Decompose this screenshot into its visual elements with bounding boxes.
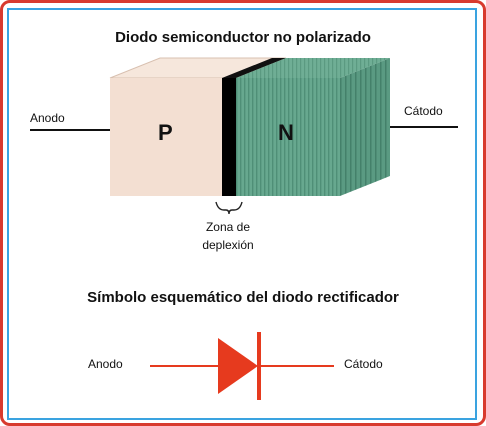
diode-triangle [218,338,258,394]
depletion-label-line1: Zona de [205,220,251,234]
cathode-label: Cátodo [404,104,443,118]
n-region-top [236,58,390,78]
n-region [236,78,340,196]
n-region-side [340,58,390,196]
p-region [110,78,222,196]
inner-frame [7,8,477,420]
symbol-cathode-label: Cátodo [344,357,383,371]
p-label: P [158,120,173,145]
n-label: N [278,120,294,145]
symbol-anode-label: Anodo [88,357,123,371]
depletion-zone-label: Zona de deplexión [178,218,278,254]
depletion-zone-top [222,58,286,78]
symbol-title: Símbolo esquemático del diodo rectificad… [87,289,399,306]
anode-label: Anodo [30,111,65,125]
diagram-title: Diodo semiconductor no polarizado [115,29,371,46]
depletion-label-line2: deplexión [202,238,254,252]
depletion-bracket [215,201,243,215]
depletion-zone [222,78,236,196]
